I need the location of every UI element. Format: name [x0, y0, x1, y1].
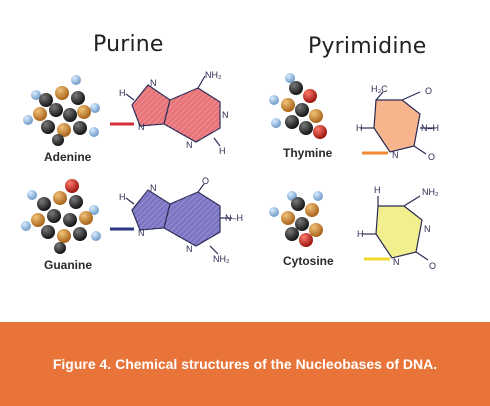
cytosine-label: Cytosine: [283, 254, 334, 268]
adenine-nh2-label: NH₂: [205, 70, 222, 80]
guanine-nh-label: N–H: [225, 213, 243, 223]
thymine-3d-model: [269, 73, 327, 139]
adenine-h-bottom-label: H: [219, 146, 226, 156]
cytosine-n3-label: N: [424, 224, 431, 234]
cytosine-3d-model: [269, 191, 323, 247]
thymine-o-top-label: O: [425, 86, 432, 96]
cytosine-n1-label: N: [393, 257, 400, 267]
adenine-n3-label: N: [186, 140, 193, 150]
thymine-o-bottom-label: O: [428, 152, 435, 162]
guanine-n3-label: N: [186, 244, 193, 254]
thymine-h-label: H: [356, 123, 363, 133]
purine-heading: Purine: [93, 32, 164, 57]
cytosine-h-top-label: H: [374, 185, 381, 195]
guanine-n9-label: N: [138, 228, 145, 238]
structures-canvas: NH₂ H N N N N H: [21, 70, 439, 271]
cytosine-o-label: O: [429, 261, 436, 271]
adenine-3d-model: [23, 75, 100, 146]
cytosine-h-label: H: [357, 229, 364, 239]
pyrimidine-heading: Pyrimidine: [308, 34, 427, 59]
adenine-n7-label: N: [150, 78, 157, 88]
adenine-n9-label: N: [138, 122, 145, 132]
guanine-n7-label: N: [150, 183, 157, 193]
caption-bar: Figure 4. Chemical structures of the Nuc…: [0, 322, 490, 406]
figure-caption: Figure 4. Chemical structures of the Nuc…: [52, 356, 438, 372]
thymine-nh-label: N–H: [421, 123, 439, 133]
cytosine-structure: [362, 195, 429, 261]
thymine-structure: [360, 91, 436, 155]
guanine-structure: [110, 183, 232, 255]
guanine-label: Guanine: [44, 258, 93, 272]
thymine-label: Thymine: [283, 146, 333, 160]
guanine-h-label: H: [119, 192, 126, 202]
adenine-h-label: H: [119, 88, 126, 98]
adenine-structure: [110, 75, 221, 147]
guanine-nh2-label: NH₂: [213, 254, 230, 264]
thymine-n-label: N: [392, 150, 399, 160]
cytosine-nh2-label: NH₂: [422, 187, 439, 197]
guanine-o-label: O: [202, 176, 209, 186]
adenine-label: Adenine: [44, 150, 92, 164]
adenine-n1-label: N: [222, 110, 229, 120]
thymine-ch3-label: H₃C: [371, 84, 388, 94]
nucleobase-diagram: Purine Pyrimidine Adenine Guanine Thymin…: [21, 32, 439, 272]
guanine-3d-model: [21, 179, 101, 254]
